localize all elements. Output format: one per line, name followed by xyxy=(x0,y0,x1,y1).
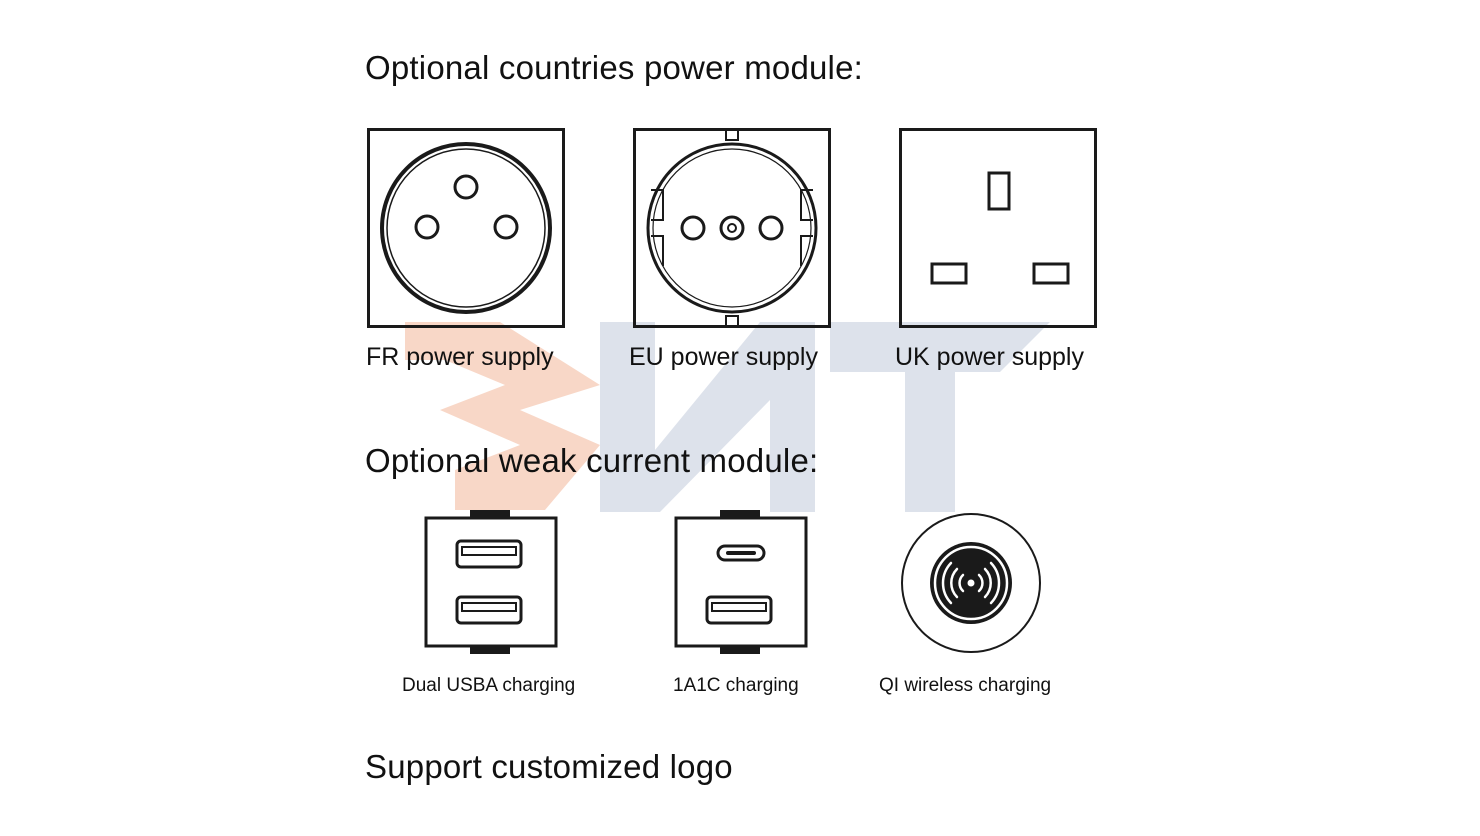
eu-power-supply-label: EU power supply xyxy=(629,343,818,371)
qi-wireless-charging-label: QI wireless charging xyxy=(879,675,1052,696)
uk-power-supply-label: UK power supply xyxy=(895,343,1084,371)
1a1c-charging-label: 1A1C charging xyxy=(673,675,799,696)
fr-power-supply-label: FR power supply xyxy=(366,343,554,371)
customized-logo-heading: Support customized logo xyxy=(365,748,733,785)
weak-current-module-heading: Optional weak current module: xyxy=(365,442,819,479)
power-module-heading: Optional countries power module: xyxy=(365,49,863,86)
wireless-charging-icon xyxy=(901,513,1041,653)
eu-socket-icon xyxy=(633,128,831,328)
usb-a-usb-c-icon xyxy=(674,510,808,654)
uk-socket-icon xyxy=(899,128,1097,328)
fr-socket-icon xyxy=(367,128,565,328)
dual-usb-a-icon xyxy=(424,510,558,654)
dual-usba-charging-label: Dual USBA charging xyxy=(402,675,576,696)
